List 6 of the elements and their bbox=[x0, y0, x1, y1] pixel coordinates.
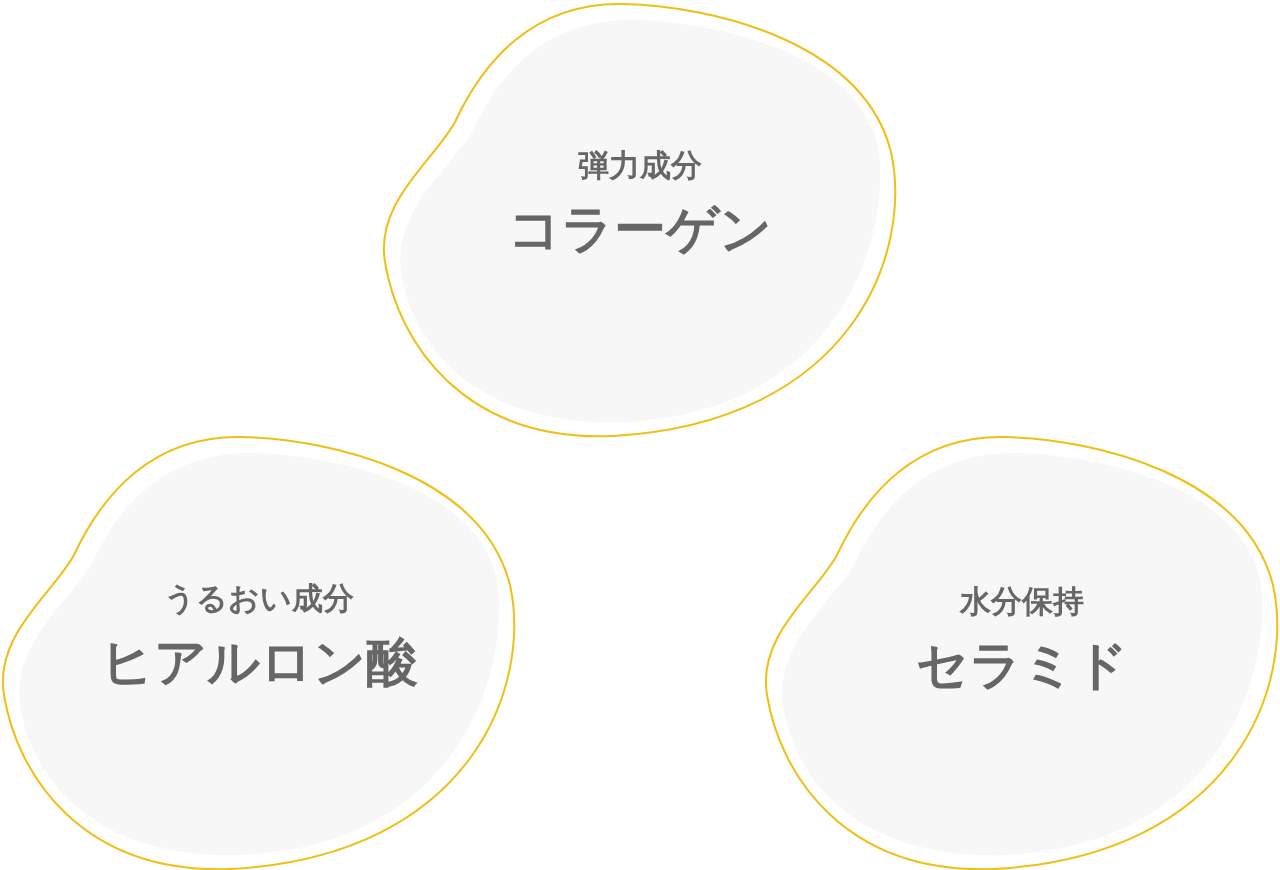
ingredient-name: ヒアルロン酸 bbox=[100, 631, 418, 694]
ingredient-name: コラーゲン bbox=[508, 198, 772, 261]
category-label: 弾力成分 bbox=[578, 147, 702, 185]
ingredient-name: セラミド bbox=[916, 634, 1128, 697]
category-label: 水分保持 bbox=[960, 583, 1084, 621]
category-label: うるおい成分 bbox=[164, 580, 354, 618]
